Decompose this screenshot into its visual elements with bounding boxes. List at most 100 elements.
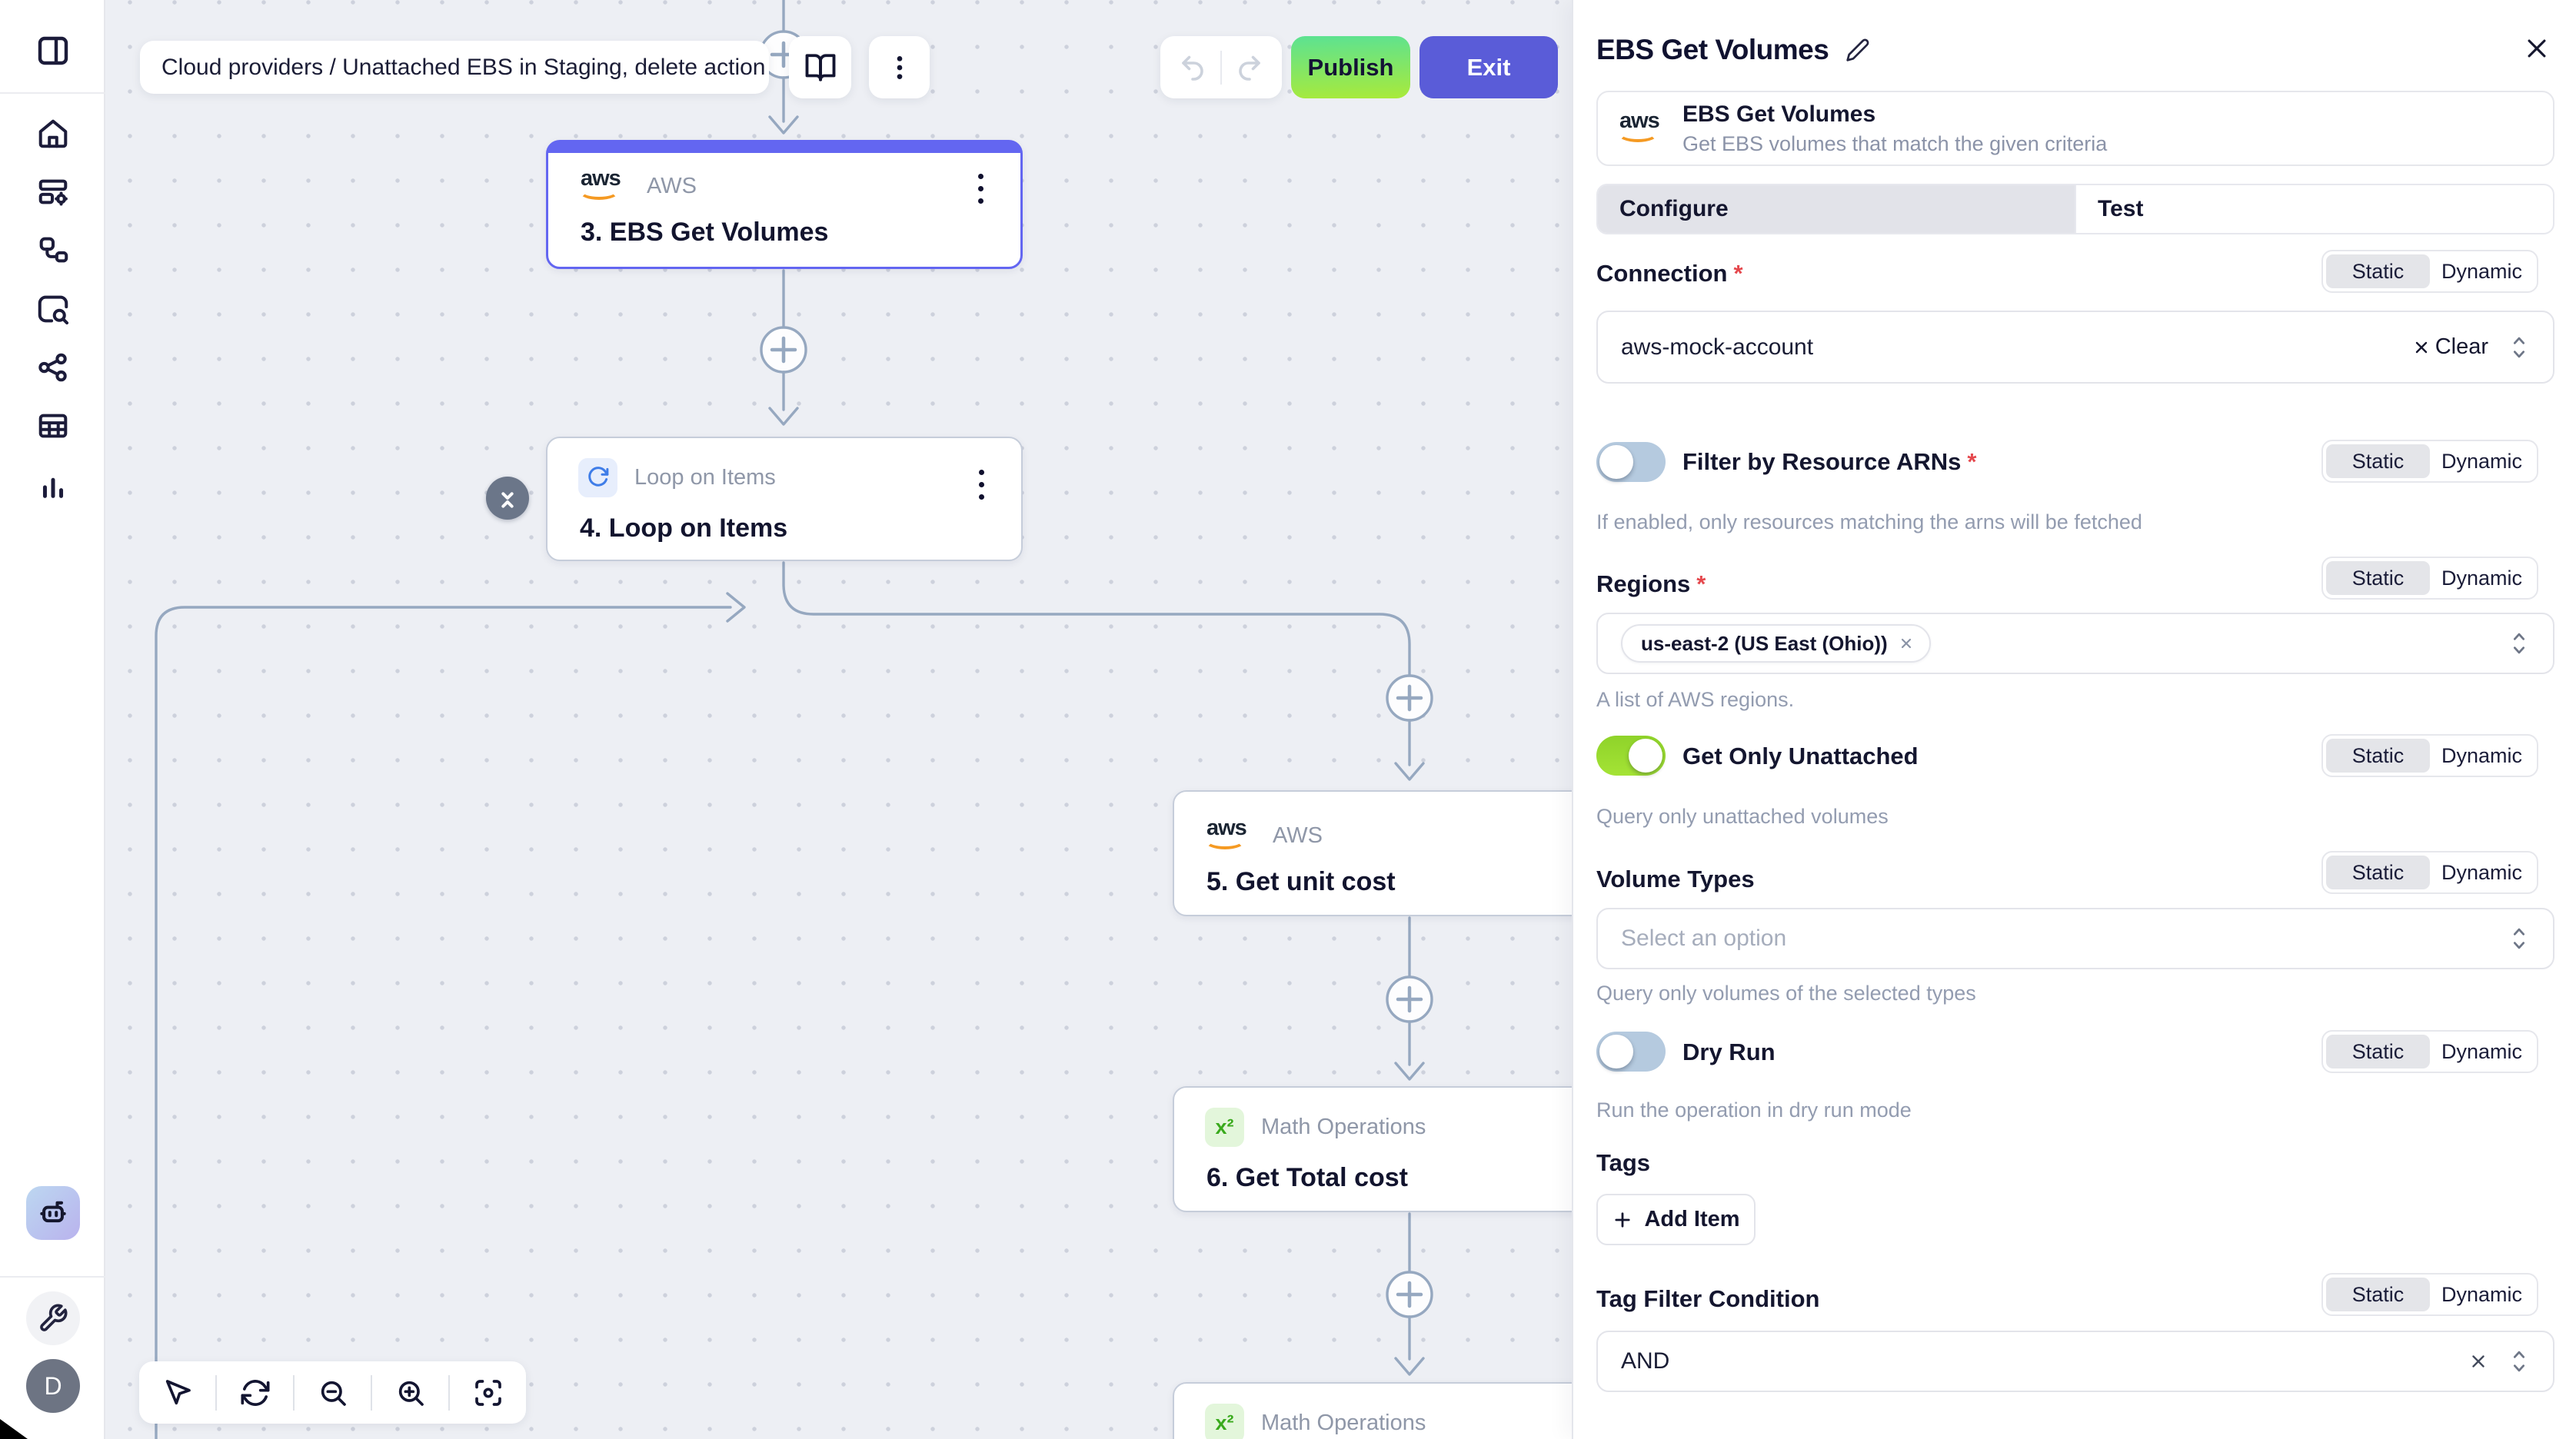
dry-run-label: Dry Run (1682, 1039, 1776, 1065)
connection-mode-switch: Static Dynamic (2321, 250, 2538, 293)
undo-button[interactable] (1165, 54, 1220, 81)
collapse-icon (501, 492, 514, 508)
node-title: 4. Loop on Items (580, 513, 788, 543)
docs-button[interactable] (789, 36, 851, 98)
clear-tag-filter-button[interactable] (2468, 1351, 2488, 1371)
fit-view-button[interactable] (455, 1378, 521, 1408)
clear-x-icon (2415, 341, 2427, 353)
tab-configure[interactable]: Configure (1598, 185, 2076, 233)
sidebar-item-automations[interactable] (0, 171, 105, 214)
volume-types-select[interactable]: Select an option (1596, 908, 2554, 969)
node-math-operations-partial[interactable]: x² Math Operations (1173, 1382, 1572, 1439)
static-option[interactable]: Static (2326, 856, 2430, 889)
dynamic-option[interactable]: Dynamic (2441, 1282, 2523, 1306)
dynamic-option[interactable]: Dynamic (2441, 259, 2523, 283)
book-icon (805, 53, 835, 81)
regions-label: Regions* (1596, 570, 1706, 597)
zoom-in-button[interactable] (378, 1378, 444, 1408)
unattached-mode-switch: Static Dynamic (2321, 734, 2538, 777)
static-option[interactable]: Static (2326, 739, 2430, 773)
math-operations-icon: x² (1205, 1403, 1244, 1439)
get-only-unattached-label: Get Only Unattached (1682, 743, 1919, 769)
chevron-up-down-icon (2508, 1348, 2530, 1374)
aws-logo-icon: aws (1618, 108, 1662, 148)
redo-button[interactable] (1222, 54, 1277, 81)
node-menu-icon[interactable] (964, 464, 998, 504)
node-app-name: Math Operations (1261, 1114, 1426, 1139)
user-avatar[interactable]: D (26, 1359, 80, 1413)
regions-help: A list of AWS regions. (1596, 688, 1795, 711)
sidebar-item-assistant[interactable] (26, 1186, 80, 1240)
chevron-up-down-icon (2508, 334, 2530, 361)
dynamic-option[interactable]: Dynamic (2441, 743, 2523, 767)
sidebar-item-home[interactable] (0, 112, 105, 155)
dry-run-help: Run the operation in dry run mode (1596, 1098, 1912, 1122)
region-chip: us-east-2 (US East (Ohio)) (1621, 624, 1931, 663)
unattached-help: Query only unattached volumes (1596, 805, 1889, 828)
close-panel-button[interactable] (2524, 35, 2550, 65)
sidebar-item-workflows[interactable] (0, 229, 105, 272)
workflow-options-button[interactable] (869, 36, 930, 98)
node-title: 3. EBS Get Volumes (581, 218, 829, 247)
undo-icon (1182, 55, 1203, 81)
sidebar-item-search[interactable] (0, 287, 105, 331)
regions-select[interactable]: us-east-2 (US East (Ohio)) (1596, 613, 2554, 674)
add-tag-item-button[interactable]: Add Item (1596, 1194, 1756, 1245)
node-get-unit-cost[interactable]: aws AWS 5. Get unit cost (1173, 790, 1572, 916)
node-loop-on-items[interactable]: Loop on Items 4. Loop on Items (546, 437, 1023, 561)
static-option[interactable]: Static (2326, 444, 2430, 478)
regions-mode-switch: Static Dynamic (2321, 557, 2538, 600)
node-app-name: AWS (1273, 823, 1323, 848)
wrench-icon (40, 1304, 68, 1331)
refresh-icon (241, 1379, 269, 1406)
static-option[interactable]: Static (2326, 1035, 2430, 1068)
workflow-breadcrumb-dropdown[interactable]: Cloud providers / Unattached EBS in Stag… (140, 41, 769, 94)
dry-run-toggle[interactable] (1596, 1032, 1666, 1072)
rename-step-button[interactable] (1845, 38, 1870, 62)
refresh-canvas-button[interactable] (222, 1378, 288, 1408)
panel-toggle-icon (38, 36, 68, 65)
tag-filter-select[interactable]: AND (1596, 1331, 2554, 1392)
sidebar-item-tables[interactable] (0, 404, 105, 447)
tab-test[interactable]: Test (2098, 196, 2144, 221)
publish-button[interactable]: Publish (1291, 36, 1410, 98)
sidebar-collapse-button[interactable] (0, 28, 105, 74)
pointer-tool-button[interactable] (145, 1378, 211, 1408)
add-step-button-2[interactable] (1386, 674, 1433, 722)
add-step-button-4[interactable] (1386, 1271, 1433, 1318)
clear-x-icon (2472, 1355, 2484, 1368)
admin-tools-button[interactable] (26, 1291, 80, 1345)
static-option[interactable]: Static (2326, 1278, 2430, 1311)
sidebar-item-share[interactable] (0, 346, 105, 389)
panel-title: EBS Get Volumes (1596, 34, 1829, 65)
add-step-button-3[interactable] (1386, 975, 1433, 1023)
node-get-total-cost[interactable]: x² Math Operations 6. Get Total cost (1173, 1086, 1572, 1212)
panel-tabs: Configure Test (1596, 184, 2554, 234)
filter-arns-toggle[interactable] (1596, 442, 1666, 482)
get-only-unattached-toggle[interactable] (1596, 736, 1666, 776)
remove-region-button[interactable] (1899, 636, 1914, 651)
add-step-button-1[interactable] (760, 326, 807, 374)
collapse-loop-button[interactable] (486, 477, 529, 520)
clear-connection-button[interactable]: Clear (2412, 334, 2488, 360)
sidebar-item-analytics[interactable] (0, 463, 105, 506)
node-title: 5. Get unit cost (1206, 867, 1396, 896)
exit-button[interactable]: Exit (1419, 36, 1558, 98)
node-menu-icon[interactable] (964, 168, 997, 208)
node-ebs-get-volumes[interactable]: aws AWS 3. EBS Get Volumes (546, 140, 1023, 269)
tag-filter-mode-switch: Static Dynamic (2321, 1273, 2538, 1316)
math-operations-icon: x² (1205, 1107, 1244, 1147)
dynamic-option[interactable]: Dynamic (2441, 860, 2523, 884)
dynamic-option[interactable]: Dynamic (2441, 449, 2523, 473)
connection-label: Connection* (1596, 260, 1743, 287)
zoom-out-button[interactable] (300, 1378, 366, 1408)
dynamic-option[interactable]: Dynamic (2441, 566, 2523, 590)
connection-select[interactable]: aws-mock-account Clear (1596, 311, 2554, 384)
dynamic-option[interactable]: Dynamic (2441, 1039, 2523, 1063)
zoom-in-icon (398, 1381, 424, 1406)
workflow-canvas[interactable]: aws AWS 3. EBS Get Volumes Loop on Items… (0, 0, 1572, 1439)
workflow-edges (155, 0, 1433, 1439)
static-option[interactable]: Static (2326, 254, 2430, 288)
loop-icon (578, 457, 617, 497)
static-option[interactable]: Static (2326, 561, 2430, 595)
